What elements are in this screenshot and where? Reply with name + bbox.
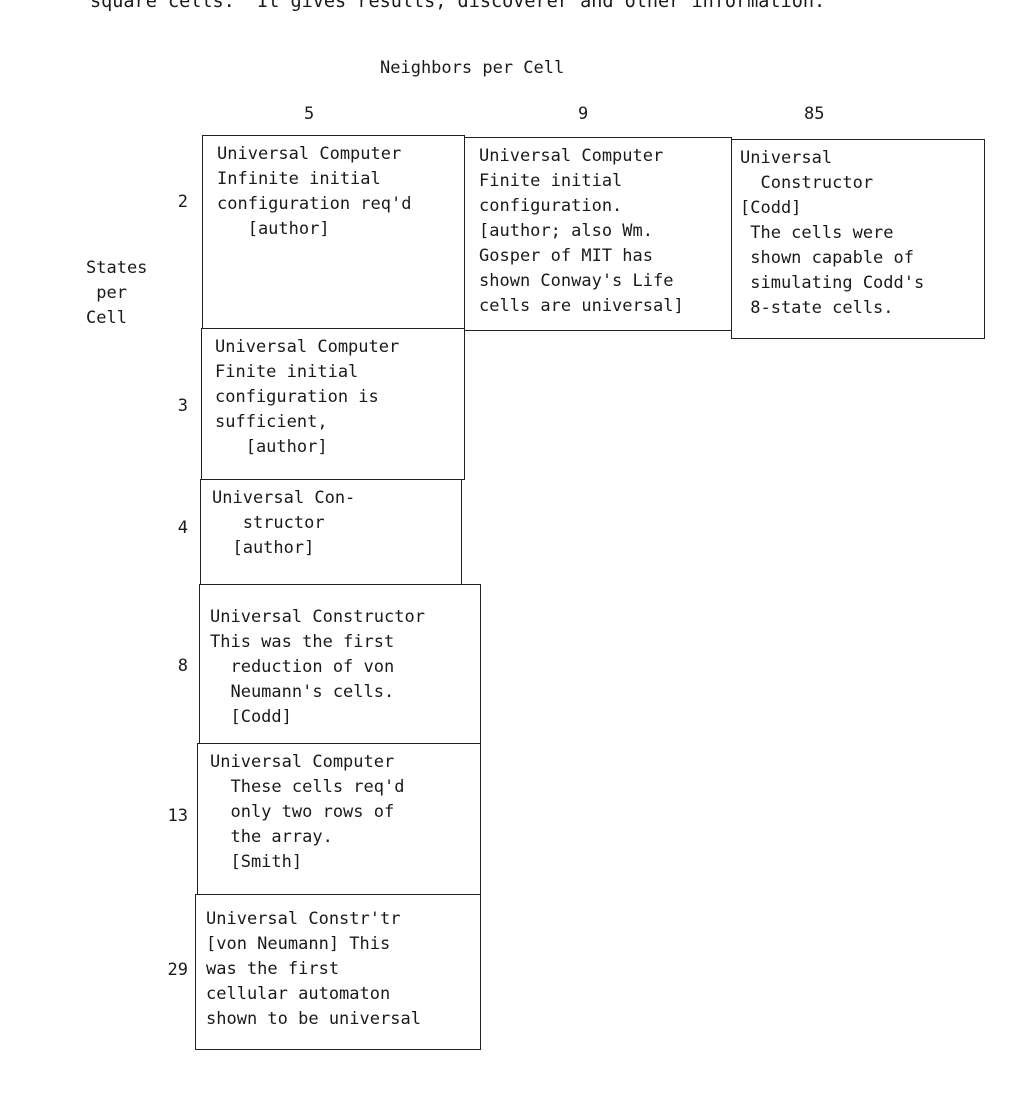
cell-2-states-5-neighbors: Universal Computer Infinite initial conf… (202, 135, 465, 329)
column-number-5: 5 (304, 104, 315, 124)
row-number-3: 3 (177, 396, 188, 416)
cell-2-states-9-neighbors: Universal Computer Finite initial config… (464, 137, 732, 331)
column-number-9: 9 (578, 104, 589, 124)
row-number-13: 13 (167, 806, 188, 826)
column-heading: Neighbors per Cell (380, 58, 565, 78)
cell-8-states-5-neighbors: Universal Constructor This was the first… (199, 584, 481, 744)
row-number-29: 29 (167, 960, 188, 980)
row-number-8: 8 (177, 656, 188, 676)
cell-4-states-5-neighbors: Universal Con- structor [author] (200, 479, 462, 585)
cell-3-states-5-neighbors: Universal Computer Finite initial config… (201, 328, 465, 480)
intro-text: square cells. It gives results, discover… (90, 0, 826, 12)
row-number-2: 2 (177, 192, 188, 212)
row-heading: States per Cell (86, 258, 148, 328)
cell-2-states-85-neighbors: Universal Constructor [Codd] The cells w… (731, 139, 985, 339)
cell-13-states-5-neighbors: Universal Computer These cells req'd onl… (197, 743, 481, 895)
column-number-85: 85 (804, 104, 825, 124)
cell-29-states-5-neighbors: Universal Constr'tr [von Neumann] This w… (195, 894, 481, 1050)
row-number-4: 4 (177, 518, 188, 538)
